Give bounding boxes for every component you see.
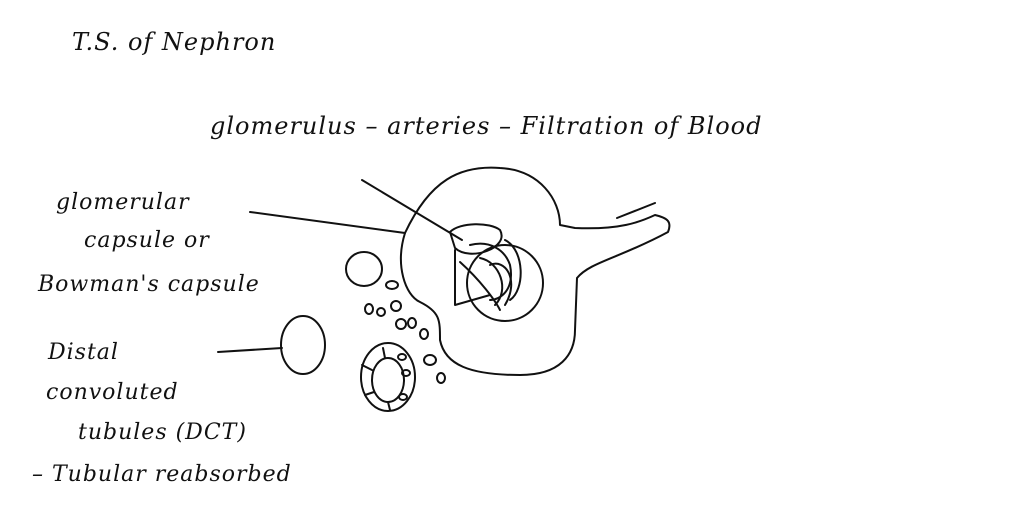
distal-convoluted-tubule bbox=[280, 315, 326, 375]
dct-label-line1: Distal bbox=[48, 340, 119, 365]
capsule-label-line3: Bowman's capsule bbox=[38, 272, 260, 297]
glomerulus-heading: glomerulus – arteries – Filtration of Bl… bbox=[210, 112, 763, 140]
efferent-arteriole-line bbox=[616, 202, 656, 219]
dct-label-line2: convoluted bbox=[46, 380, 179, 405]
dct-label-line3: tubules (DCT) bbox=[78, 420, 247, 445]
tubule-section-upper bbox=[345, 251, 383, 287]
tubule-cross-section-with-cells bbox=[360, 342, 416, 412]
dct-pointer-line bbox=[217, 347, 283, 353]
diagram-title: T.S. of Nephron bbox=[72, 28, 277, 56]
capsule-label-line1: glomerular bbox=[56, 190, 190, 215]
small-cells bbox=[364, 280, 446, 384]
bowmans-capsule-outline bbox=[399, 166, 671, 376]
glomerulus-tuft bbox=[449, 223, 544, 322]
capsule-pointer-line bbox=[249, 211, 406, 234]
capsule-label-line2: capsule or bbox=[84, 228, 210, 253]
glomerulus-pointer-line bbox=[361, 179, 463, 241]
function-note: – Tubular reabsorbed bbox=[32, 462, 292, 487]
